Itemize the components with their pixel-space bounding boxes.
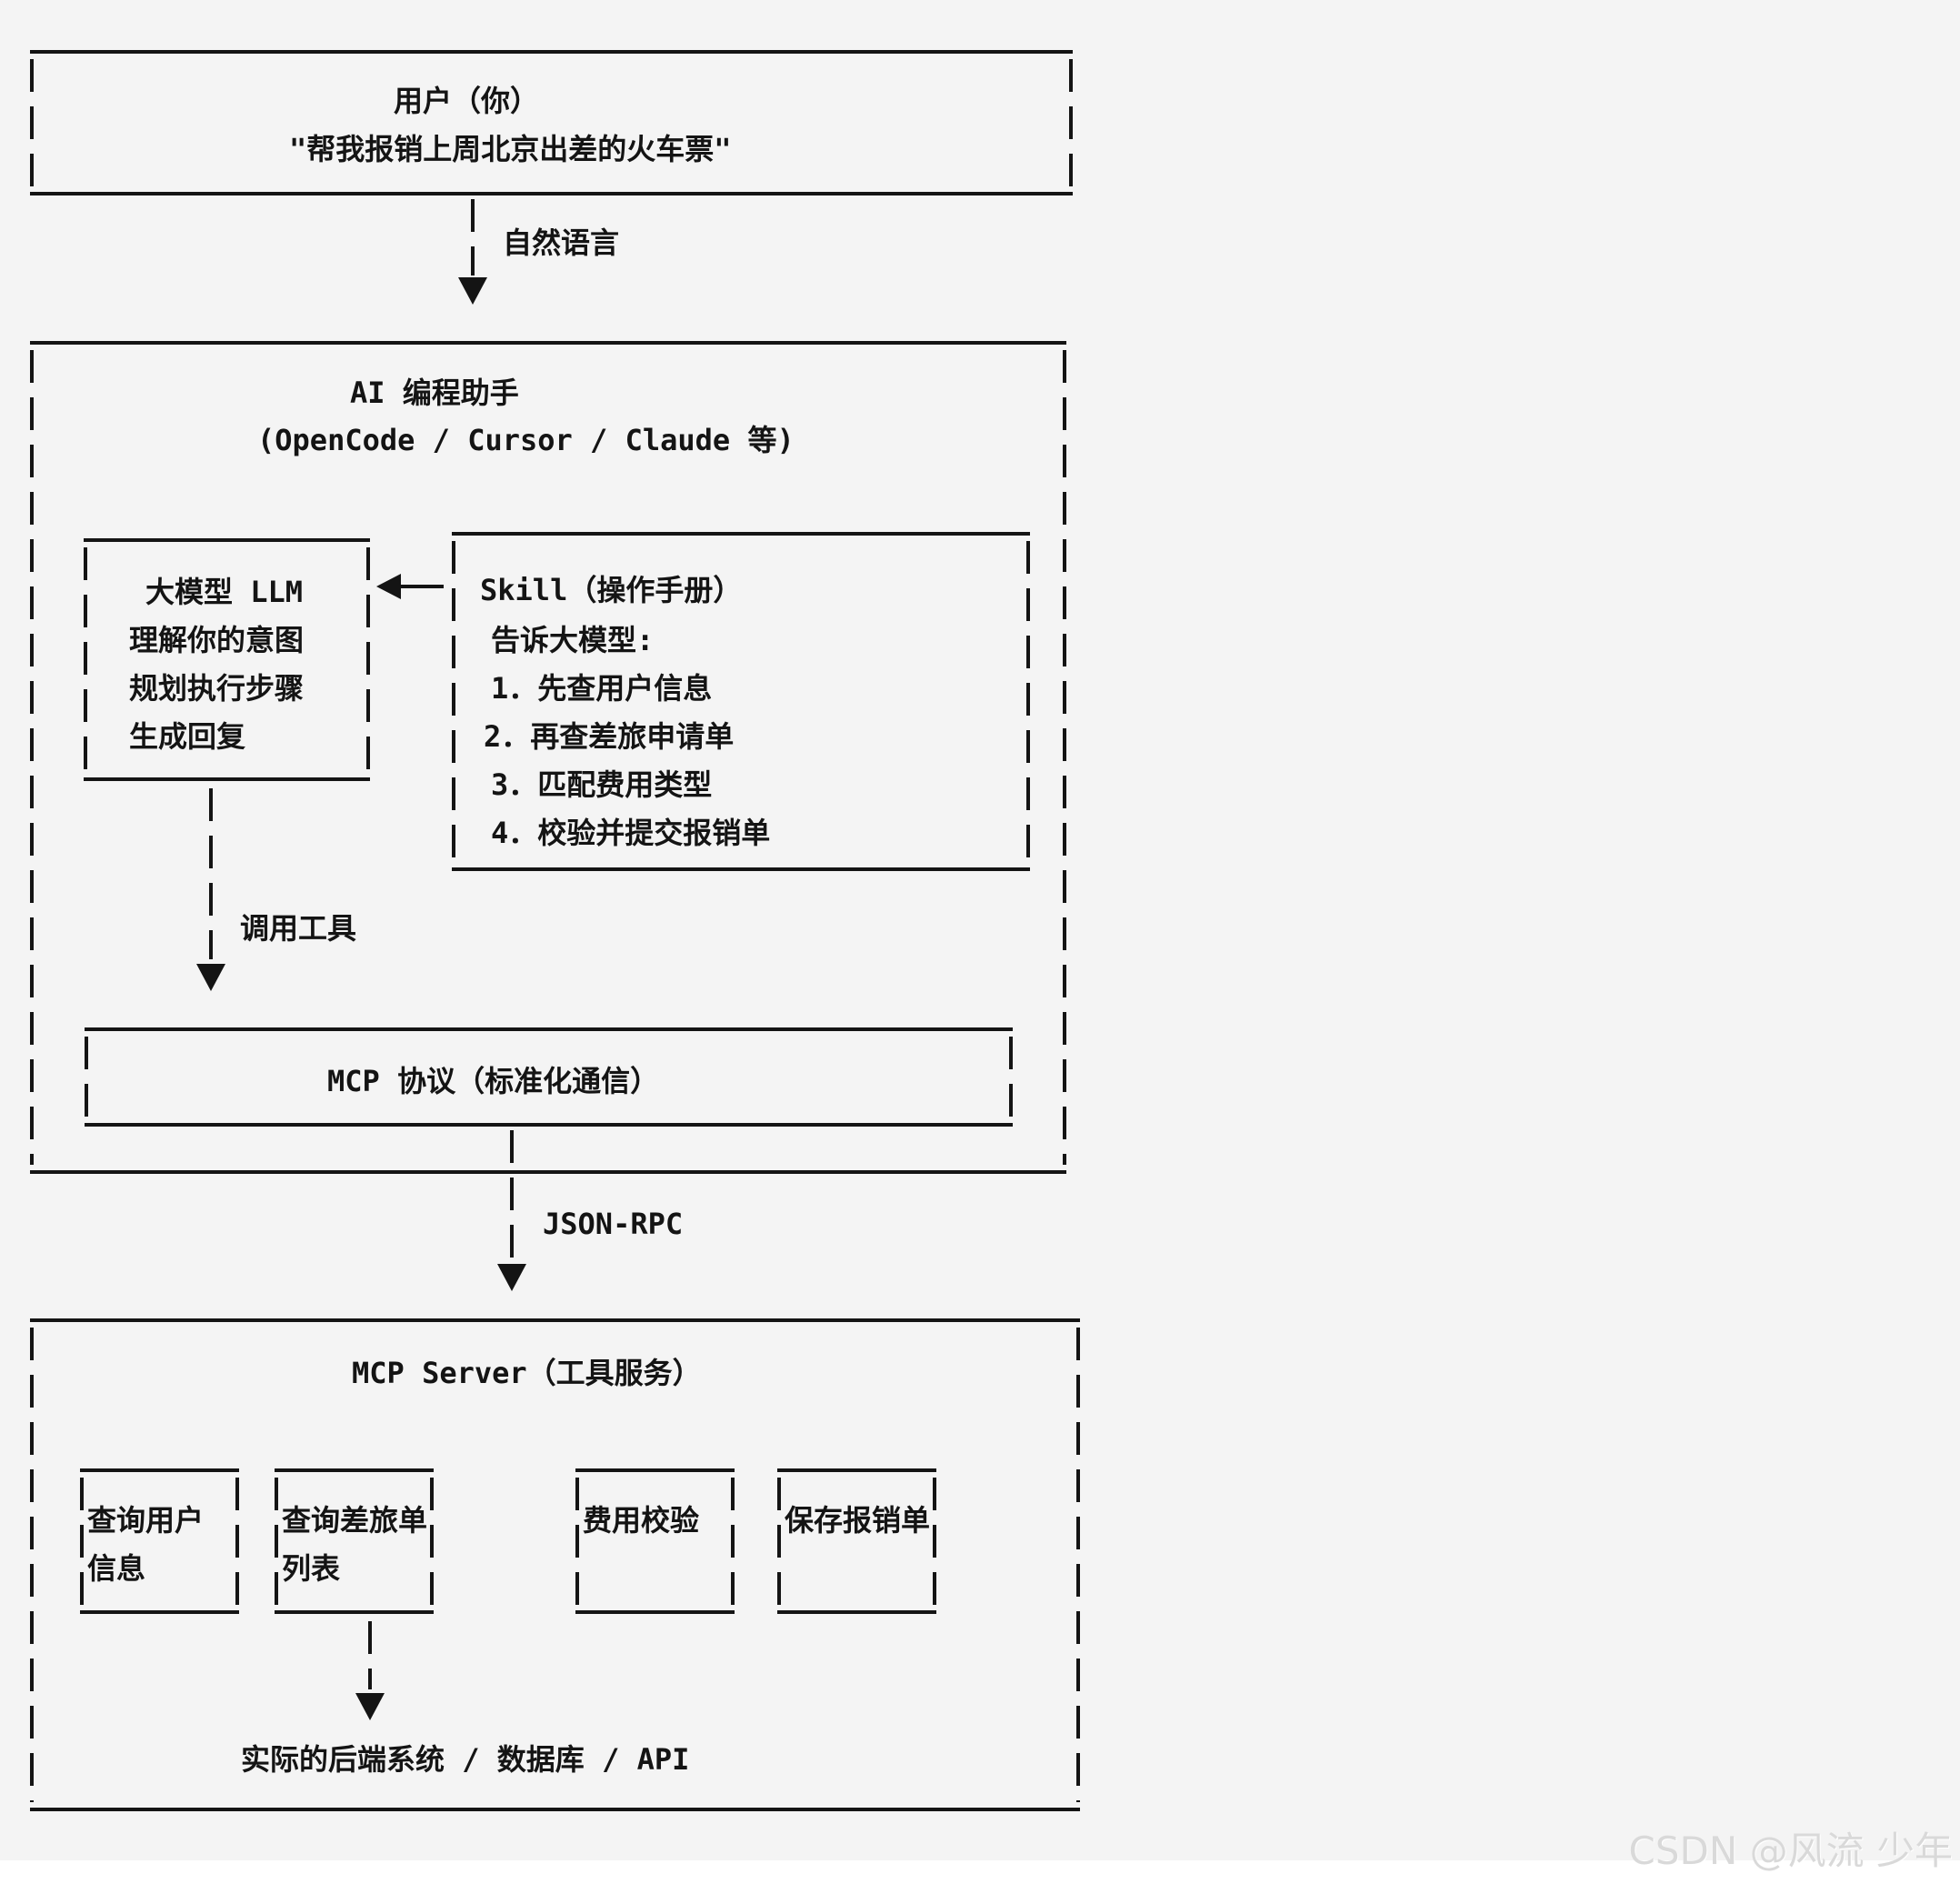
skill-box: Skill（操作手册） 告诉大模型: 1．先查用户信息 2．再查差旅申请单 3．… — [452, 532, 1030, 871]
skill-step: 4．校验并提交报销单 — [491, 816, 771, 850]
skill-box-title: Skill（操作手册） — [480, 573, 743, 607]
arrow-down-icon — [458, 277, 487, 305]
llm-box: 大模型 LLM 理解你的意图 规划执行步骤 生成回复 — [84, 538, 370, 781]
ai-assistant-box: AI 编程助手 (OpenCode / Cursor / Claude 等) — [30, 341, 1066, 1174]
user-box-quote: "帮我报销上周北京出差的火车票" — [289, 132, 732, 166]
llm-capability: 理解你的意图 — [129, 623, 305, 657]
llm-capability: 规划执行步骤 — [129, 671, 305, 706]
ai-assistant-subtitle: (OpenCode / Cursor / Claude 等) — [257, 423, 795, 457]
skill-step: 2．再查差旅申请单 — [484, 719, 735, 754]
json-rpc-connector-line — [510, 1130, 514, 1259]
arrow-down-icon — [196, 964, 225, 991]
tool-label: 费用校验 — [583, 1503, 700, 1538]
page-bottom-strip — [0, 1860, 1960, 1894]
mcp-protocol-title: MCP 协议（标准化通信） — [327, 1064, 660, 1098]
tool-call-connector-line — [209, 788, 213, 959]
skill-step: 3．匹配费用类型 — [491, 767, 713, 802]
llm-capability: 生成回复 — [129, 719, 246, 754]
tool-label: 查询用户 — [87, 1503, 205, 1538]
skill-box-intro: 告诉大模型: — [491, 623, 655, 657]
mcp-server-box: MCP Server（工具服务） — [30, 1318, 1080, 1811]
tool-label: 保存报销单 — [785, 1503, 931, 1538]
tool-box-query-trip-list: 查询差旅单 列表 — [275, 1468, 434, 1614]
llm-box-title: 大模型 LLM — [145, 575, 304, 609]
arrow-down-icon — [355, 1693, 385, 1720]
tool-box-save-reimbursement: 保存报销单 — [777, 1468, 936, 1614]
user-box-title: 用户（你） — [394, 84, 540, 118]
user-box: 用户（你） "帮我报销上周北京出差的火车票" — [30, 50, 1073, 195]
arrow-left-icon — [376, 574, 401, 599]
json-rpc-label: JSON-RPC — [543, 1207, 684, 1241]
tool-label: 信息 — [87, 1551, 146, 1586]
arrow-down-icon — [497, 1264, 526, 1291]
mcp-server-title: MCP Server（工具服务） — [352, 1356, 702, 1390]
tool-box-expense-validate: 费用校验 — [575, 1468, 735, 1614]
natural-language-label: 自然语言 — [503, 225, 620, 260]
skill-to-llm-arrow-line — [398, 585, 444, 588]
tool-label: 列表 — [282, 1551, 341, 1586]
ai-assistant-title: AI 编程助手 — [350, 376, 519, 410]
mcp-protocol-box: MCP 协议（标准化通信） — [85, 1027, 1013, 1127]
backend-connector-line — [368, 1621, 372, 1689]
csdn-watermark: CSDN @风流 少年 — [1628, 1829, 1953, 1873]
natural-language-connector-line — [471, 199, 475, 276]
tool-call-label: 调用工具 — [240, 911, 357, 946]
backend-systems-label: 实际的后端系统 / 数据库 / API — [241, 1742, 690, 1777]
tool-label: 查询差旅单 — [282, 1503, 428, 1538]
skill-step: 1．先查用户信息 — [491, 671, 713, 706]
tool-box-query-user-info: 查询用户 信息 — [80, 1468, 239, 1614]
